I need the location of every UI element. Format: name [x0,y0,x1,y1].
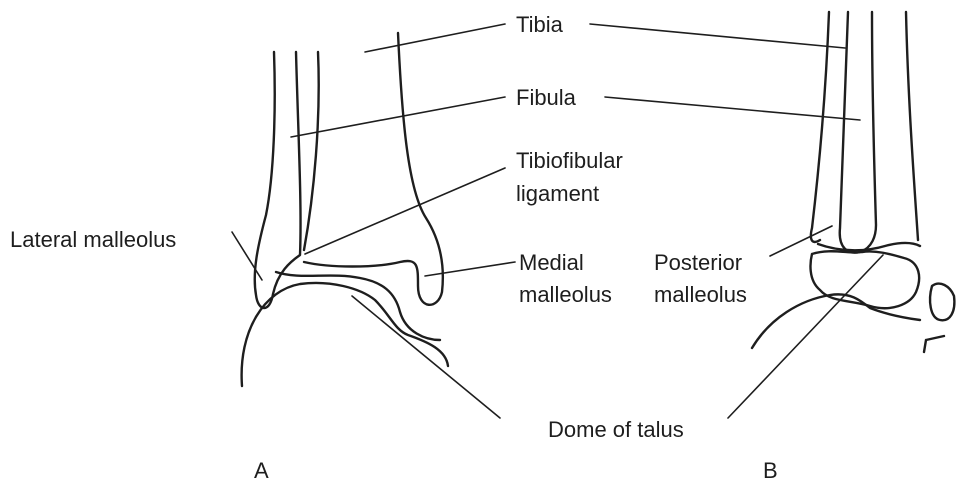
panel-b-drawing [752,12,954,352]
label-dome-of-talus: Dome of talus [548,417,684,442]
leader-tibiofibular-ligament [305,168,505,254]
label-fibula: Fibula [516,85,577,110]
leader-tibia-b [590,24,845,48]
label-ligament: ligament [516,181,599,206]
label-panel-b: B [763,458,778,483]
leader-lines [232,24,883,418]
leader-fibula-a [291,97,505,137]
label-lateral-malleolus: Lateral malleolus [10,227,176,252]
leader-fibula-b [605,97,860,120]
tibia-outline-a [304,33,443,305]
label-medial: Medial [519,250,584,275]
fibula-inner-line-a [304,52,319,250]
label-posterior-malleolus: malleolus [654,282,747,307]
label-tibiofibular: Tibiofibular [516,148,623,173]
fibula-outline-a [255,52,301,308]
calcaneus-piece-b [930,284,954,321]
label-medial-malleolus: malleolus [519,282,612,307]
posterior-malleolus-fragment-b [810,251,919,308]
labels: Tibia Fibula Tibiofibular ligament Later… [10,12,778,483]
label-tibia: Tibia [516,12,564,37]
label-panel-a: A [254,458,269,483]
joint-line-a [276,272,440,340]
leader-dome-of-talus-b [728,255,883,418]
leader-tibia-a [365,24,505,52]
talus-outline-b [752,294,920,348]
leader-medial-malleolus [425,262,515,276]
leader-dome-of-talus-a [352,296,500,418]
foot-line-b [924,336,944,352]
panel-a-drawing [242,33,448,386]
label-posterior: Posterior [654,250,742,275]
tibia-posterior-b [906,12,918,240]
